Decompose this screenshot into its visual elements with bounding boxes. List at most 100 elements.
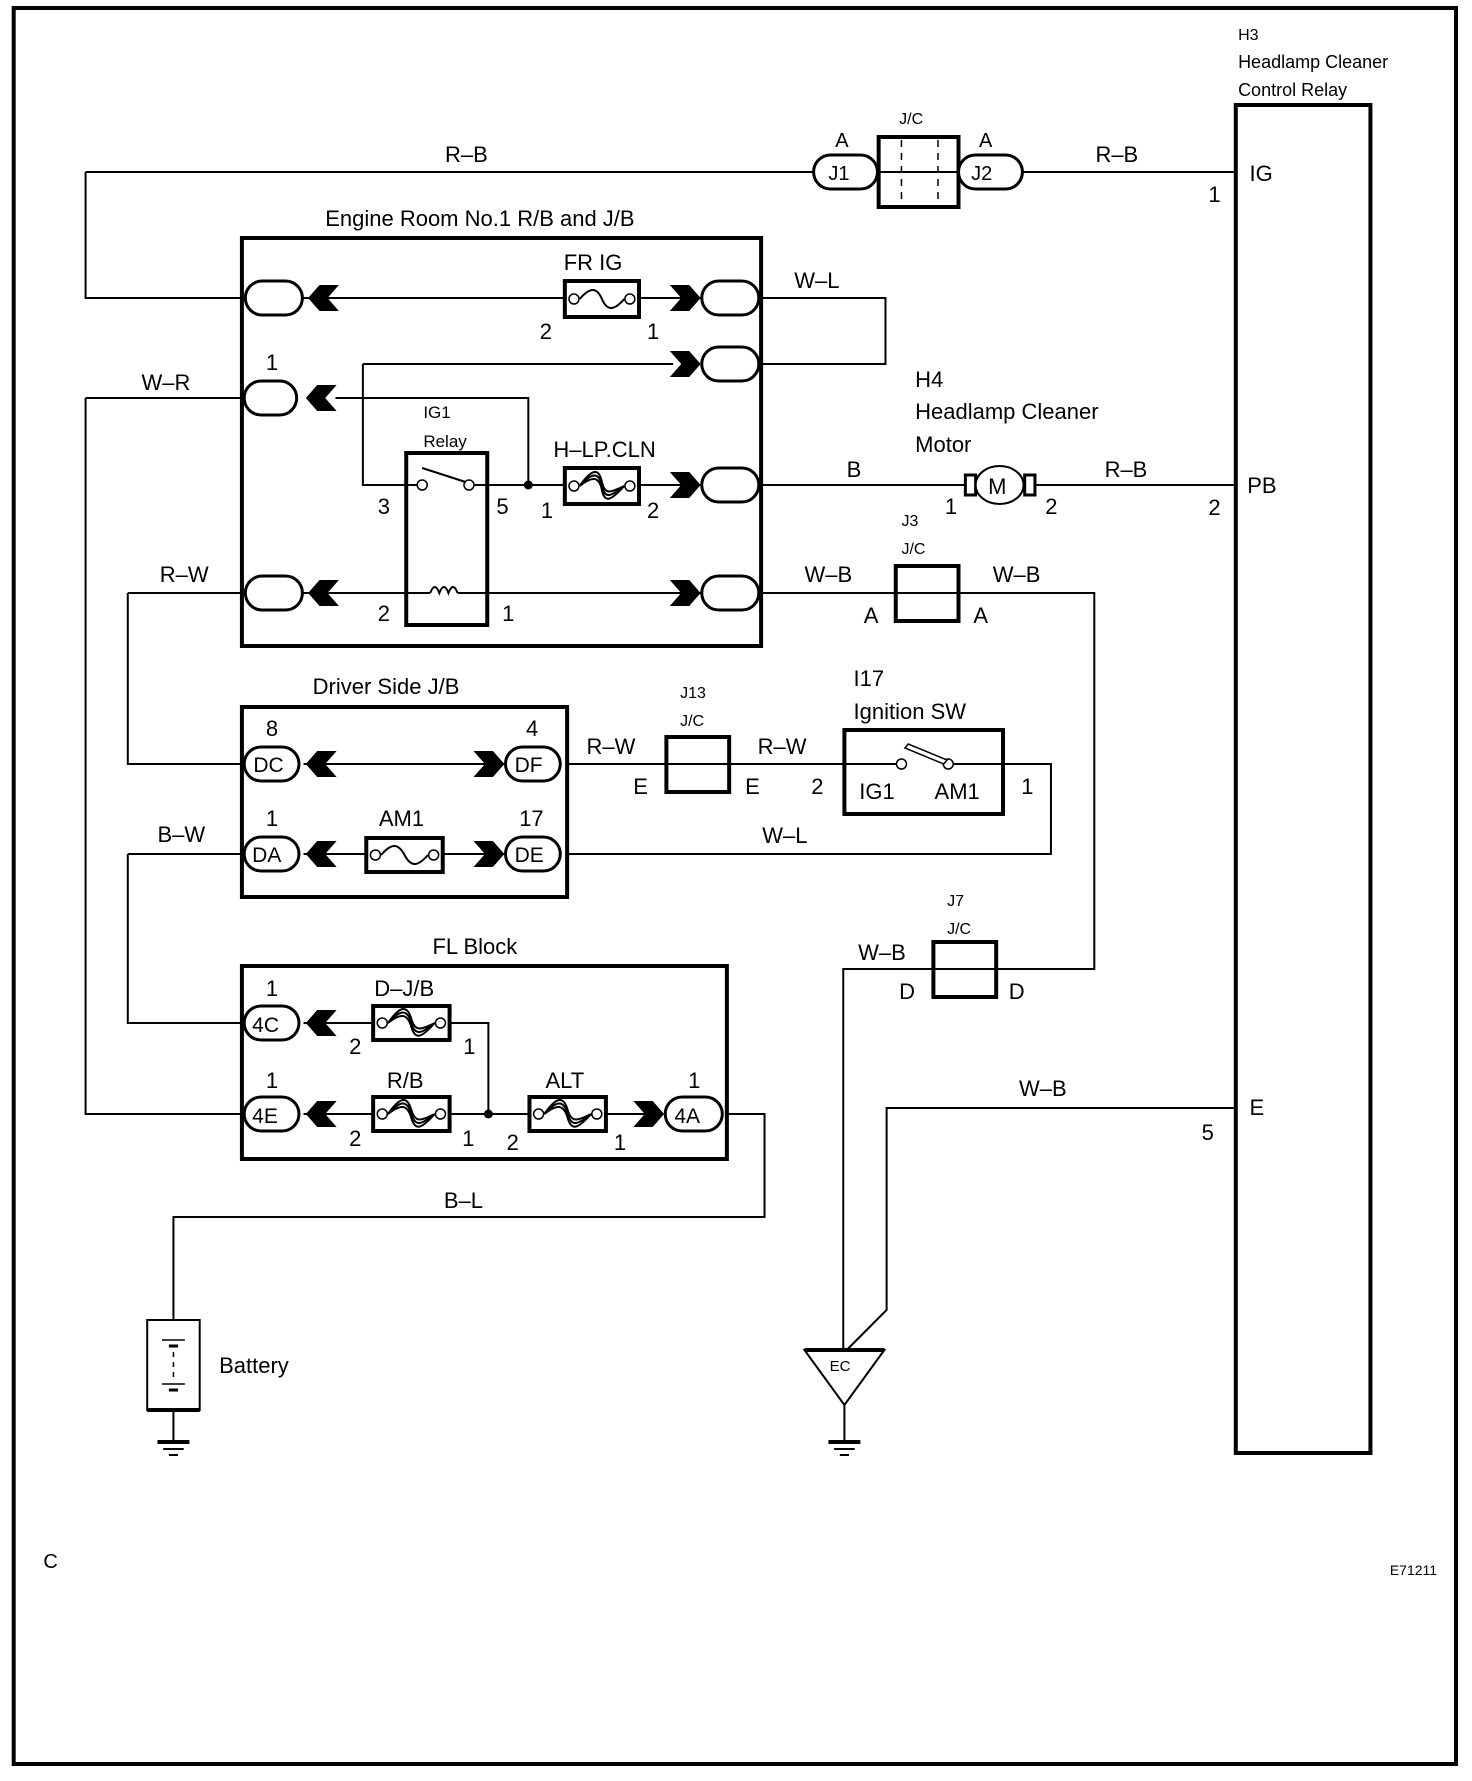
hlp-pin-1: 1 <box>541 498 553 523</box>
alt-pin-2: 2 <box>507 1130 519 1155</box>
motor-icon <box>974 465 1025 505</box>
motor-brush-icon <box>963 473 978 497</box>
page-frame <box>11 6 1459 1766</box>
wire-bl <box>172 1113 766 1320</box>
h3-name-1: Headlamp Cleaner <box>1238 52 1388 72</box>
ignition-term-am1: AM1 <box>935 779 980 804</box>
ignition-pin-left: 2 <box>811 774 823 799</box>
j3-label: J/C <box>901 541 925 558</box>
h3-terminal-e: E <box>1249 1095 1264 1120</box>
h4-name-1: Headlamp Cleaner <box>915 399 1098 424</box>
djb-pin-1: 1 <box>463 1034 475 1059</box>
wire-rb-down-left <box>84 172 242 299</box>
engine-room-block <box>239 236 764 648</box>
sheet-letter: C <box>43 1551 57 1573</box>
wires <box>84 171 1236 1440</box>
connector-arrow-left-icon <box>308 580 339 606</box>
relay-pin-1: 1 <box>502 601 514 626</box>
fuse-alt-icon <box>527 1095 608 1133</box>
fuse-terminal-icon <box>376 1108 389 1120</box>
fl-block-title: FL Block <box>432 934 518 959</box>
relay-title-1: IG1 <box>423 403 450 422</box>
rb-pin-1: 1 <box>462 1126 474 1151</box>
motor-symbol: M <box>988 474 1006 499</box>
ignition-name: Ignition SW <box>854 699 967 724</box>
fuse-terminal-icon <box>532 1108 545 1120</box>
relay-switch-blade-icon <box>421 467 466 483</box>
wire-wb-e <box>845 1107 1236 1351</box>
jc-top-right-pin: A <box>979 130 993 152</box>
connector-arrow-right-icon <box>473 841 505 867</box>
fuse-fr-ig-icon <box>562 279 642 319</box>
figure-id: E71211 <box>1390 1562 1437 1578</box>
ignition-switch-box <box>842 728 1006 816</box>
connector-arrow-left-icon <box>305 1101 337 1127</box>
motor-brush-icon <box>1023 473 1037 497</box>
jc-top-left-pin: A <box>835 130 849 152</box>
relay-title-2: Relay <box>423 432 467 451</box>
j7-box <box>931 940 999 999</box>
djb-pin-2: 2 <box>349 1034 361 1059</box>
j13-id: J13 <box>680 685 706 702</box>
wire-color-rb-motor: R–B <box>1105 457 1148 482</box>
engine-room-block-title: Engine Room No.1 R/B and J/B <box>325 206 634 231</box>
battery-label: Battery <box>219 1353 289 1378</box>
ignition-term-ig1: IG1 <box>859 779 894 804</box>
wire-color-b-motor: B <box>847 457 862 482</box>
fuse-terminal-icon <box>624 293 636 305</box>
fuse-alt-label: ALT <box>545 1068 584 1093</box>
hlp-pin-2: 2 <box>647 498 659 523</box>
j13-pin-left: E <box>633 774 648 799</box>
connector-4e <box>242 1095 301 1133</box>
wire-bw-down <box>126 854 242 1024</box>
wire-1b-to-relay <box>335 397 530 485</box>
connector-arrow-left-icon <box>305 1010 337 1036</box>
fuse-terminal-icon <box>624 480 636 492</box>
relay-pin-3: 3 <box>378 494 390 519</box>
fuse-element-icon <box>578 289 625 309</box>
connector-4c-label: 4C <box>252 1014 279 1037</box>
wire-wb-j7 <box>842 968 934 1350</box>
connector-de-label: DE <box>515 844 544 867</box>
connector-dc-label: DC <box>253 754 283 777</box>
j7-id: J7 <box>947 893 964 910</box>
h3-pin-e: 5 <box>1202 1120 1214 1145</box>
connector-4c-pin: 1 <box>266 976 278 1001</box>
fusible-link-element-icon <box>578 471 625 493</box>
jc-top-label: J/C <box>899 111 923 128</box>
wire-wb-j3-right <box>958 592 1096 970</box>
wire-djb-right <box>449 1022 490 1114</box>
connector-da-label: DA <box>252 844 281 867</box>
labels: C E71211 R–B R–B J/C A A J1 J2 H3 Headla… <box>43 27 1437 1578</box>
relay-pin-2: 2 <box>378 601 390 626</box>
connector-df <box>504 745 562 783</box>
wire-color-wr: W–R <box>141 370 190 395</box>
relay-contact-icon <box>416 479 428 491</box>
wire-relay-3 <box>361 364 423 486</box>
fl-block <box>239 964 729 1161</box>
j7-pin-right: D <box>1009 979 1025 1004</box>
h3-pin-pb: 2 <box>1208 495 1220 520</box>
connector-arrow-right-icon <box>669 351 701 377</box>
h3-pin-ig: 1 <box>1208 182 1220 207</box>
connector-j1 <box>812 153 879 191</box>
wire-color-bw: B–W <box>157 822 205 847</box>
fuse-hlp-icon <box>562 466 642 506</box>
fuse-terminal-icon <box>568 480 580 492</box>
connector-er-1-c <box>700 345 761 383</box>
connector-er-1-a <box>243 279 304 317</box>
fuse-terminal-icon <box>434 1017 447 1029</box>
connector-arrow-right-icon <box>669 285 701 311</box>
j13-box <box>664 735 732 794</box>
connector-arrow-right-icon <box>669 472 701 498</box>
j13-label: J/C <box>680 713 704 730</box>
connector-j2 <box>957 153 1024 191</box>
junction-dot-icon <box>483 1109 493 1119</box>
j3-box <box>893 564 961 623</box>
j13-pin-right: E <box>745 774 760 799</box>
h4-id: H4 <box>915 367 943 392</box>
fr-ig-pin-1: 1 <box>647 319 659 344</box>
connector-arrow-left-icon <box>305 841 337 867</box>
